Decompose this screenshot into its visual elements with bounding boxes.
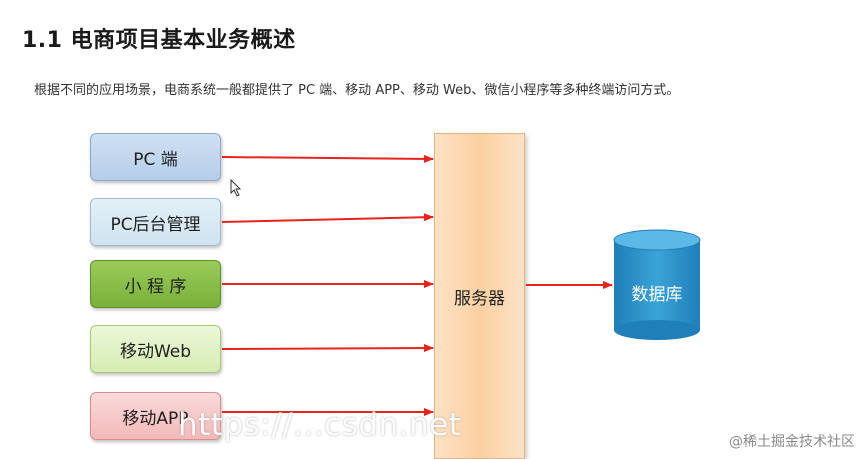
mouse-cursor-icon xyxy=(230,178,242,197)
client-mobile-web-box: 移动Web xyxy=(90,325,221,373)
server-box: 服务器 xyxy=(434,133,525,459)
arrow-pc-admin-to-server xyxy=(221,213,434,223)
client-pc-label: PC 端 xyxy=(133,149,178,170)
arrow-mobile-web-to-server xyxy=(221,344,434,353)
client-pc-admin-label: PC后台管理 xyxy=(110,214,201,235)
client-pc-box: PC 端 xyxy=(90,133,221,181)
client-mobile-app-label: 移动APP xyxy=(122,408,189,429)
client-mobile-web-label: 移动Web xyxy=(119,341,192,362)
watermark-url: https://...csdn.net xyxy=(178,407,462,443)
client-mini-program-label: 小 程 序 xyxy=(124,276,187,297)
client-mini-program-box: 小 程 序 xyxy=(90,260,221,308)
watermark-site: @稀土掘金技术社区 xyxy=(729,434,855,450)
arrow-pc-to-server xyxy=(221,154,434,163)
description-text: 根据不同的应用场景，电商系统一般都提供了 PC 端、移动 APP、移动 Web、… xyxy=(34,83,680,98)
server-label: 服务器 xyxy=(454,288,505,309)
client-mobile-app-box: 移动APP xyxy=(90,392,221,440)
client-pc-admin-box: PC后台管理 xyxy=(90,198,221,246)
database-icon xyxy=(613,229,701,340)
page-title: 1.1 电商项目基本业务概述 xyxy=(22,28,296,53)
database-label: 数据库 xyxy=(631,285,683,305)
